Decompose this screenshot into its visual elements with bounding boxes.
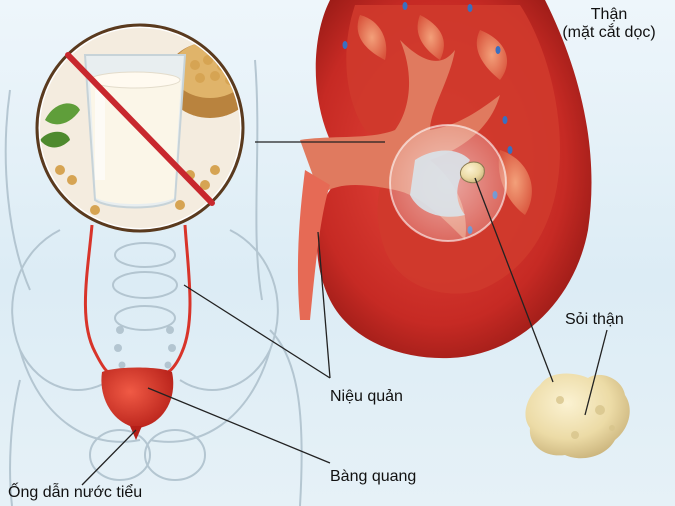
kidney-stone-label: Sỏi thận (565, 311, 624, 328)
bladder-label: Bàng quang (330, 468, 417, 485)
kidney-subtitle: (mặt cắt dọc) (562, 24, 656, 41)
sacrum-dots (114, 326, 176, 369)
kidney-title: Thận (590, 6, 628, 23)
kidney-cross-section (297, 0, 592, 359)
skeleton-outline (4, 59, 303, 506)
urethra-label: Ống dẫn nước tiểu (8, 484, 143, 501)
bladder (101, 367, 174, 440)
ureter-lines (83, 224, 192, 374)
kidney-label: Thận (mặt cắt dọc) (555, 6, 663, 42)
kidney-stone-enlarged (525, 373, 630, 459)
ureter-label: Niệu quản (330, 388, 403, 405)
no-soy-milk-icon (35, 23, 245, 233)
leader-lines (81, 141, 608, 486)
